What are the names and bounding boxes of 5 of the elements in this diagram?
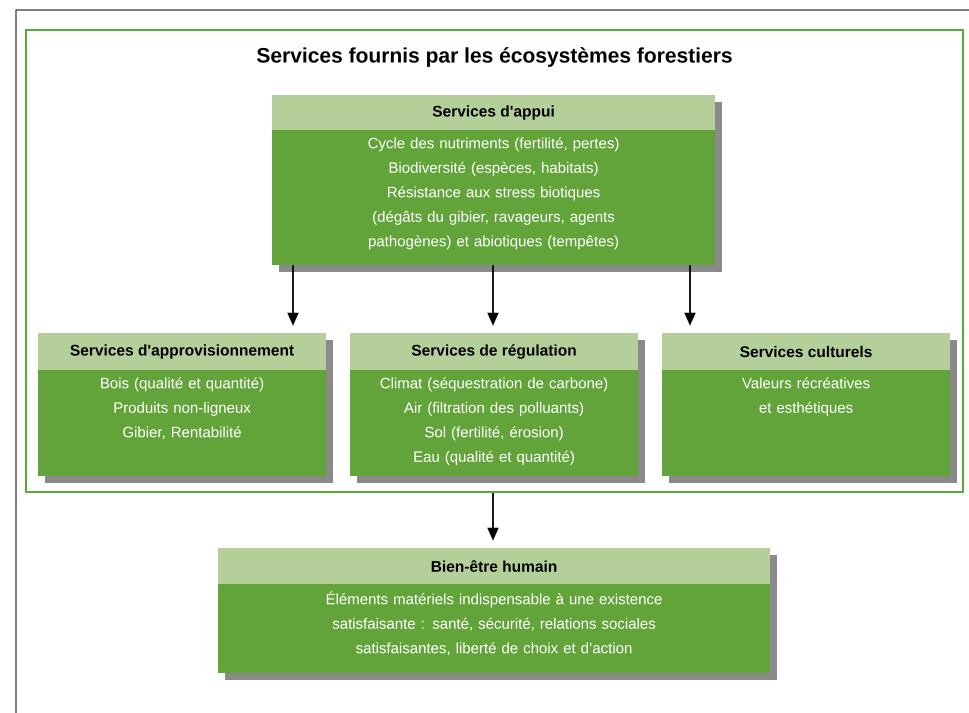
service-box: Services d'appui Cycle des nutriments (fertilité, pertes) Biodiversité (espèces, habitats) Résistance aux stress biotiques (dégâts du gibier, ravageurs, agents pathogènes) et abiotiques (tempêtes)	[272, 95, 722, 272]
service-box: Services culturels Valeurs récréatives et esthétiques	[662, 333, 957, 483]
service-box: Services d'approvisionnement Bois (qualité et quantité) Produits non-ligneux Gibier, Rentabilité	[38, 333, 333, 483]
service-box: Services de régulation Climat (séquestration de carbone) Air (filtration des polluants) Sol (fertilité, érosion) Eau (qualité et quantité)	[350, 333, 645, 483]
service-box: Bien-être humain Éléments matériels indispensable à une existence satisfaisante : santé, sécurité, relations sociales satisfaisantes, liberté de choix et d’action	[218, 548, 777, 680]
